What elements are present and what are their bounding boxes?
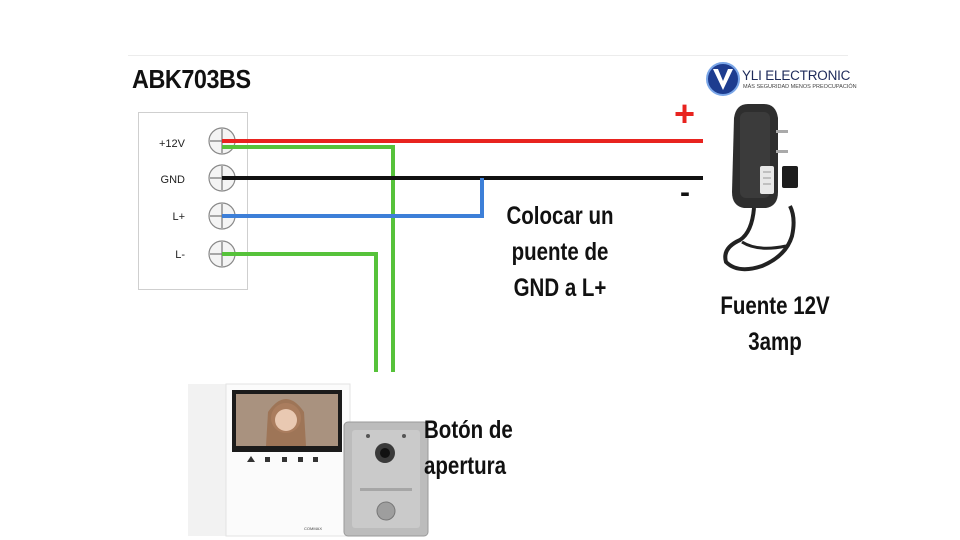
power-supply-line1: Fuente 12V [720,292,830,320]
door-button-line1: Botón de [424,416,513,444]
yli-logo-icon [706,62,740,96]
monitor-brand-text: COMMAX [304,526,322,531]
bridge-note: Colocar un puente de GND a L+ [503,198,618,306]
power-adapter-icon [723,104,798,272]
door-button-line2: apertura [424,452,507,480]
terminal-label-lplus: L+ [172,211,185,223]
bridge-note-line3: GND a L+ [513,274,607,302]
door-button-label: Botón de apertura [424,412,519,484]
plus-sign: + [674,93,696,134]
terminal-label-lminus: L- [175,249,185,261]
brand-tagline: MÁS SEGURIDAD MENOS PREOCUPACIÓN [743,84,857,90]
door-station [343,421,429,537]
model-title: ABK703BS [132,64,251,94]
terminal-label-12v: +12V [159,138,185,150]
indoor-monitor: COMMAX [188,383,351,537]
wire-lplus-bridge [222,178,484,218]
header-divider [128,55,848,56]
minus-sign: - [680,176,690,209]
brand-logo: YLI ELECTRONIC MÁS SEGURIDAD MENOS PREOC… [706,60,857,98]
bridge-note-line2: puente de [511,238,609,266]
terminal-label-gnd: GND [160,174,185,186]
wire-lminus-2 [222,252,378,372]
wire-lminus-green [222,145,395,372]
bridge-note-line1: Colocar un [506,202,614,230]
power-supply-line2: 3amp [748,328,802,356]
power-supply-label: Fuente 12V 3amp [714,288,837,360]
brand-name: YLI ELECTRONIC [742,68,851,83]
